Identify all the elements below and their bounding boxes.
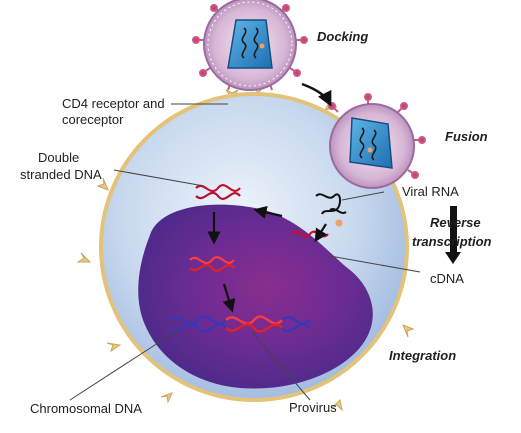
- label-provirus: Provirus: [289, 400, 337, 415]
- nucleus: [138, 204, 373, 389]
- label-cdna: cDNA: [430, 271, 464, 286]
- leader-lines: [69, 103, 421, 401]
- stage-integration: Integration: [389, 348, 456, 363]
- chromosomal-dna-with-provirus: [169, 315, 311, 333]
- docking-to-fusion-arrow: [301, 82, 332, 107]
- reverse-transcriptase: [335, 219, 343, 227]
- label-dsdna-line2: stranded DNA: [20, 167, 102, 182]
- viral-rna: [315, 193, 347, 215]
- label-dsdna-line1: Double: [38, 150, 79, 165]
- fusing-virion: [328, 93, 426, 189]
- stage-docking: Docking: [317, 29, 368, 44]
- nuclear-dsdna: [189, 256, 235, 272]
- stage-reverse-line2: transcription: [412, 234, 492, 249]
- label-cd4-line2: coreceptor: [62, 112, 124, 127]
- docking-virion: [192, 0, 308, 91]
- stage-reverse-line1: Reverse: [430, 215, 481, 230]
- double-stranded-dna: [195, 184, 241, 200]
- label-cd4-line1: CD4 receptor and: [62, 96, 165, 111]
- stage-fusion: Fusion: [445, 129, 488, 144]
- label-chromosomal-dna: Chromosomal DNA: [30, 401, 142, 416]
- label-viral-rna: Viral RNA: [402, 184, 459, 199]
- process-arrows: [207, 205, 328, 313]
- reverse-transcription-arrow: [445, 206, 461, 264]
